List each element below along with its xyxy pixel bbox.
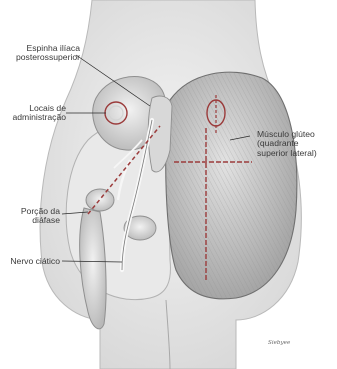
label-nervo-ciatico: Nervo ciático <box>0 257 60 266</box>
label-espinha-iliaca: Espinha ilíaca posterossuperior <box>0 44 80 63</box>
artist-signature: Siebyee <box>268 340 290 346</box>
label-locais-administracao: Locais de administração <box>0 104 66 123</box>
label-porcao-diafase: Porção da diáfase <box>0 207 60 226</box>
femoral-head <box>86 189 114 211</box>
gluteus-fibers <box>166 72 297 299</box>
label-musculo-gluteo: Músculo glúteo (quadrante superior later… <box>257 130 317 158</box>
